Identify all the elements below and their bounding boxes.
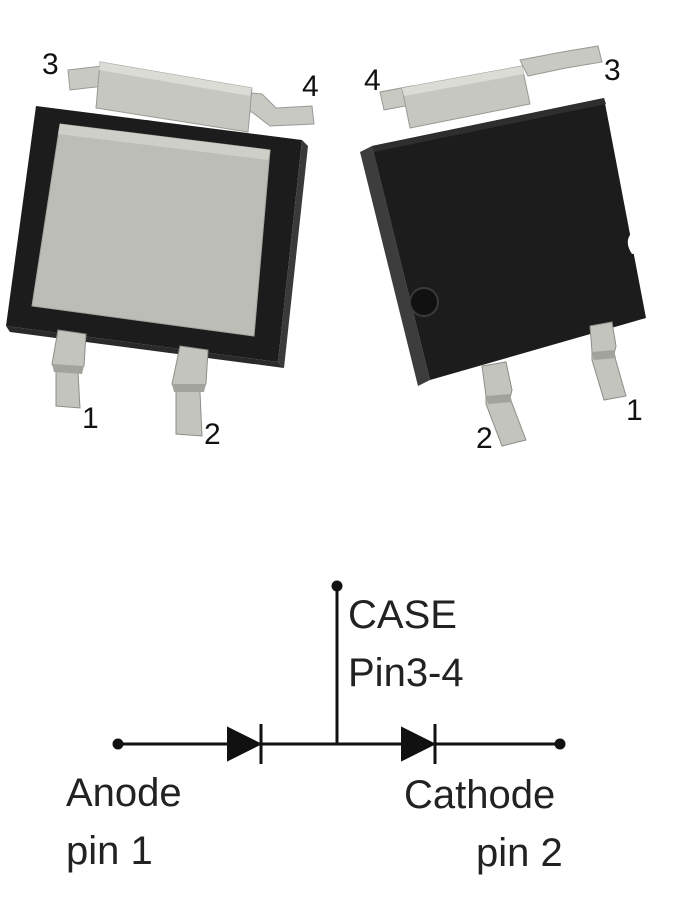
schematic-diode-2 bbox=[401, 726, 437, 762]
schematic bbox=[112, 580, 566, 764]
case-pins-label: Pin3-4 bbox=[348, 651, 464, 695]
schematic-case-terminal bbox=[331, 580, 343, 592]
schematic-anode-terminal bbox=[112, 738, 124, 750]
package-right bbox=[360, 45, 646, 447]
package-left-pin2-label: 2 bbox=[204, 418, 221, 451]
cathode-label: Cathode bbox=[404, 773, 555, 817]
anode-label: Anode bbox=[66, 771, 182, 815]
package-left-pin3-label: 3 bbox=[42, 48, 59, 81]
case-label: CASE bbox=[348, 593, 457, 637]
schematic-cathode-terminal bbox=[554, 738, 566, 750]
package-left-pin4-label: 4 bbox=[302, 70, 319, 103]
package-left bbox=[6, 61, 315, 437]
package-right-pin4-label: 4 bbox=[364, 64, 381, 97]
package-left-pin1-label: 1 bbox=[82, 402, 99, 435]
schematic-diode-1 bbox=[227, 726, 263, 762]
anode-pin-label: pin 1 bbox=[66, 829, 153, 873]
package-left-heatsink bbox=[31, 123, 271, 337]
cathode-pin-label: pin 2 bbox=[476, 831, 563, 875]
package-right-body bbox=[372, 98, 646, 380]
package-right-pin1-label: 1 bbox=[626, 394, 643, 427]
package-right-lead-2 bbox=[481, 361, 527, 447]
package-right-lead-3 bbox=[519, 45, 603, 77]
package-right-pin2-label: 2 bbox=[476, 422, 493, 455]
package-right-pin3-label: 3 bbox=[604, 54, 621, 87]
package-right-lead-1 bbox=[589, 321, 627, 401]
